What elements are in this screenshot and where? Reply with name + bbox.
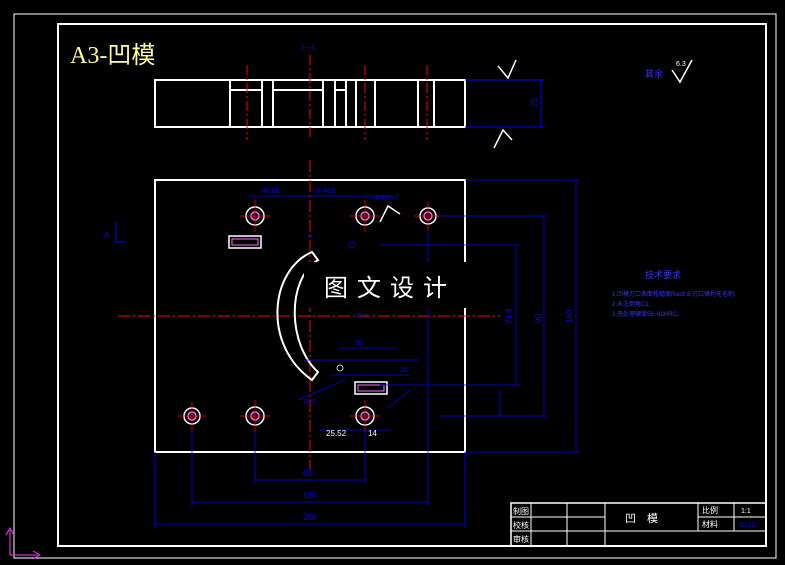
title-block xyxy=(510,502,767,547)
dim-width-inner: 60 xyxy=(303,469,312,478)
section-label: I—I xyxy=(302,43,314,52)
tech-notes-heading: 技术要求 xyxy=(645,269,681,280)
ucs-axis-icon xyxy=(5,526,42,560)
roughness-note: 其余 xyxy=(645,68,663,79)
dim-height-mid: 90 xyxy=(534,314,543,323)
section-view: 25 I—I xyxy=(154,43,545,149)
title-block-material-label: 材料 xyxy=(702,519,718,529)
plan-view: 30 30.5 20 25.52 14 R20 8 40.68 3-Φ10 4-… xyxy=(104,160,500,470)
sheet-inner-frame xyxy=(57,23,767,547)
dim-hole-spec: 4-Φ8H7 xyxy=(374,195,399,202)
dim-small-a: 30 xyxy=(355,340,363,347)
drawing-title: A3-凹模 xyxy=(70,42,155,69)
datum-label: A xyxy=(104,231,110,240)
dim-small-c: 20 xyxy=(400,367,408,374)
dim-small-b: 30.5 xyxy=(355,313,369,320)
dim-small-e: 14 xyxy=(368,429,377,438)
sheet-outer-frame xyxy=(13,13,777,559)
tech-note-line: 3.热处理硬度58~62HRC。 xyxy=(612,310,683,318)
dim-small-g: 8 xyxy=(308,233,312,240)
dim-height-total: 160 xyxy=(565,309,574,323)
dim-width-mid: 180 xyxy=(303,491,317,500)
dim-small-f: R20 xyxy=(304,399,317,406)
watermark-banner: 图文设计 xyxy=(304,262,476,308)
vertical-dimensions xyxy=(380,179,580,453)
roughness-symbol-icon xyxy=(671,59,693,84)
tech-note-line: 1.凹模刃口表面粗糙度Ra≤0.8,刃口锋利无毛刺; xyxy=(612,290,736,298)
title-block-material-value: Cr12 xyxy=(740,522,755,529)
dim-small-d: 25.52 xyxy=(326,429,347,438)
dim-hole-pitch-a: 40.68 xyxy=(262,188,280,195)
thickness-dim: 25 xyxy=(530,98,539,107)
tech-note-line: 2.未注倒角C1; xyxy=(612,300,651,308)
dim-hole-pitch-b: 3-Φ10 xyxy=(316,188,336,195)
title-block-approve-label: 审核 xyxy=(513,534,529,544)
tech-notes: 技术要求 1.凹模刃口表面粗糙度Ra≤0.8,刃口锋利无毛刺; 2.未注倒角C1… xyxy=(612,269,736,318)
title-block-scale-label: 比例 xyxy=(702,505,718,515)
title-block-check-label: 校核 xyxy=(513,520,529,530)
title-block-part-name: 凹 模 xyxy=(625,512,658,525)
roughness-value: 6.3 xyxy=(676,61,686,68)
dim-width-total: 200 xyxy=(303,513,317,522)
title-block-draft-label: 制图 xyxy=(513,506,529,516)
title-block-scale-value: 1:1 xyxy=(741,508,751,515)
dim-height-inner: 74.8 xyxy=(505,308,514,324)
